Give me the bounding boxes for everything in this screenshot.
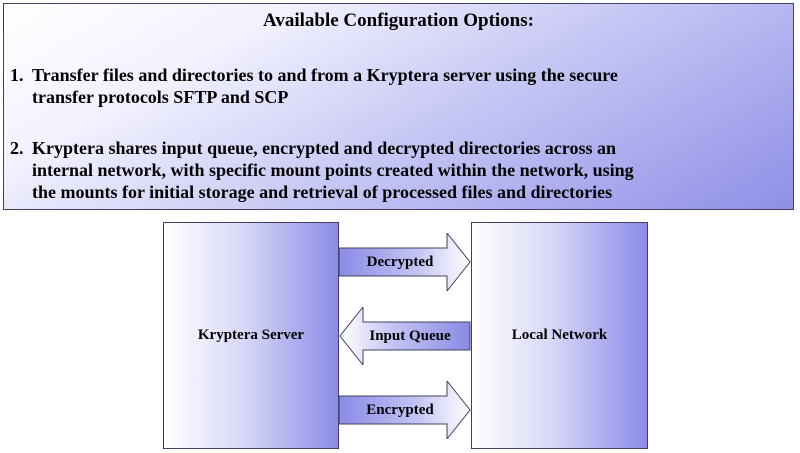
option-number: 1. — [10, 65, 24, 85]
option-line: Kryptera shares input queue, encrypted a… — [32, 138, 616, 158]
left-arrow-icon — [339, 307, 471, 365]
option-line: Transfer files and directories to and fr… — [32, 65, 618, 85]
flow-label: Input Queue — [369, 327, 451, 344]
local-network-node: Local Network — [471, 222, 648, 449]
option-line: internal network, with specific mount po… — [32, 160, 634, 180]
right-arrow-icon — [339, 233, 471, 291]
option-number: 2. — [10, 138, 24, 158]
encrypted-flow-arrow: Encrypted — [339, 381, 471, 439]
flow-label: Decrypted — [366, 253, 434, 270]
option-item-1: 1. Transfer files and directories to and … — [10, 64, 770, 108]
kryptera-server-node: Kryptera Server — [163, 222, 339, 449]
configuration-options-panel: Available Configuration Options: 1. Trans… — [3, 3, 794, 210]
right-arrow-icon — [339, 381, 471, 439]
node-label: Kryptera Server — [197, 327, 305, 343]
option-line: the mounts for initial storage and retri… — [32, 182, 613, 202]
node-label: Local Network — [511, 327, 608, 343]
option-line: transfer protocols SFTP and SCP — [32, 87, 289, 107]
decrypted-flow-arrow: Decrypted — [339, 233, 471, 291]
option-item-2: 2. Kryptera shares input queue, encrypted… — [10, 137, 770, 203]
flow-label: Encrypted — [366, 401, 434, 418]
input-queue-flow-arrow: Input Queue — [339, 307, 471, 365]
options-title: Available Configuration Options: — [263, 10, 534, 31]
